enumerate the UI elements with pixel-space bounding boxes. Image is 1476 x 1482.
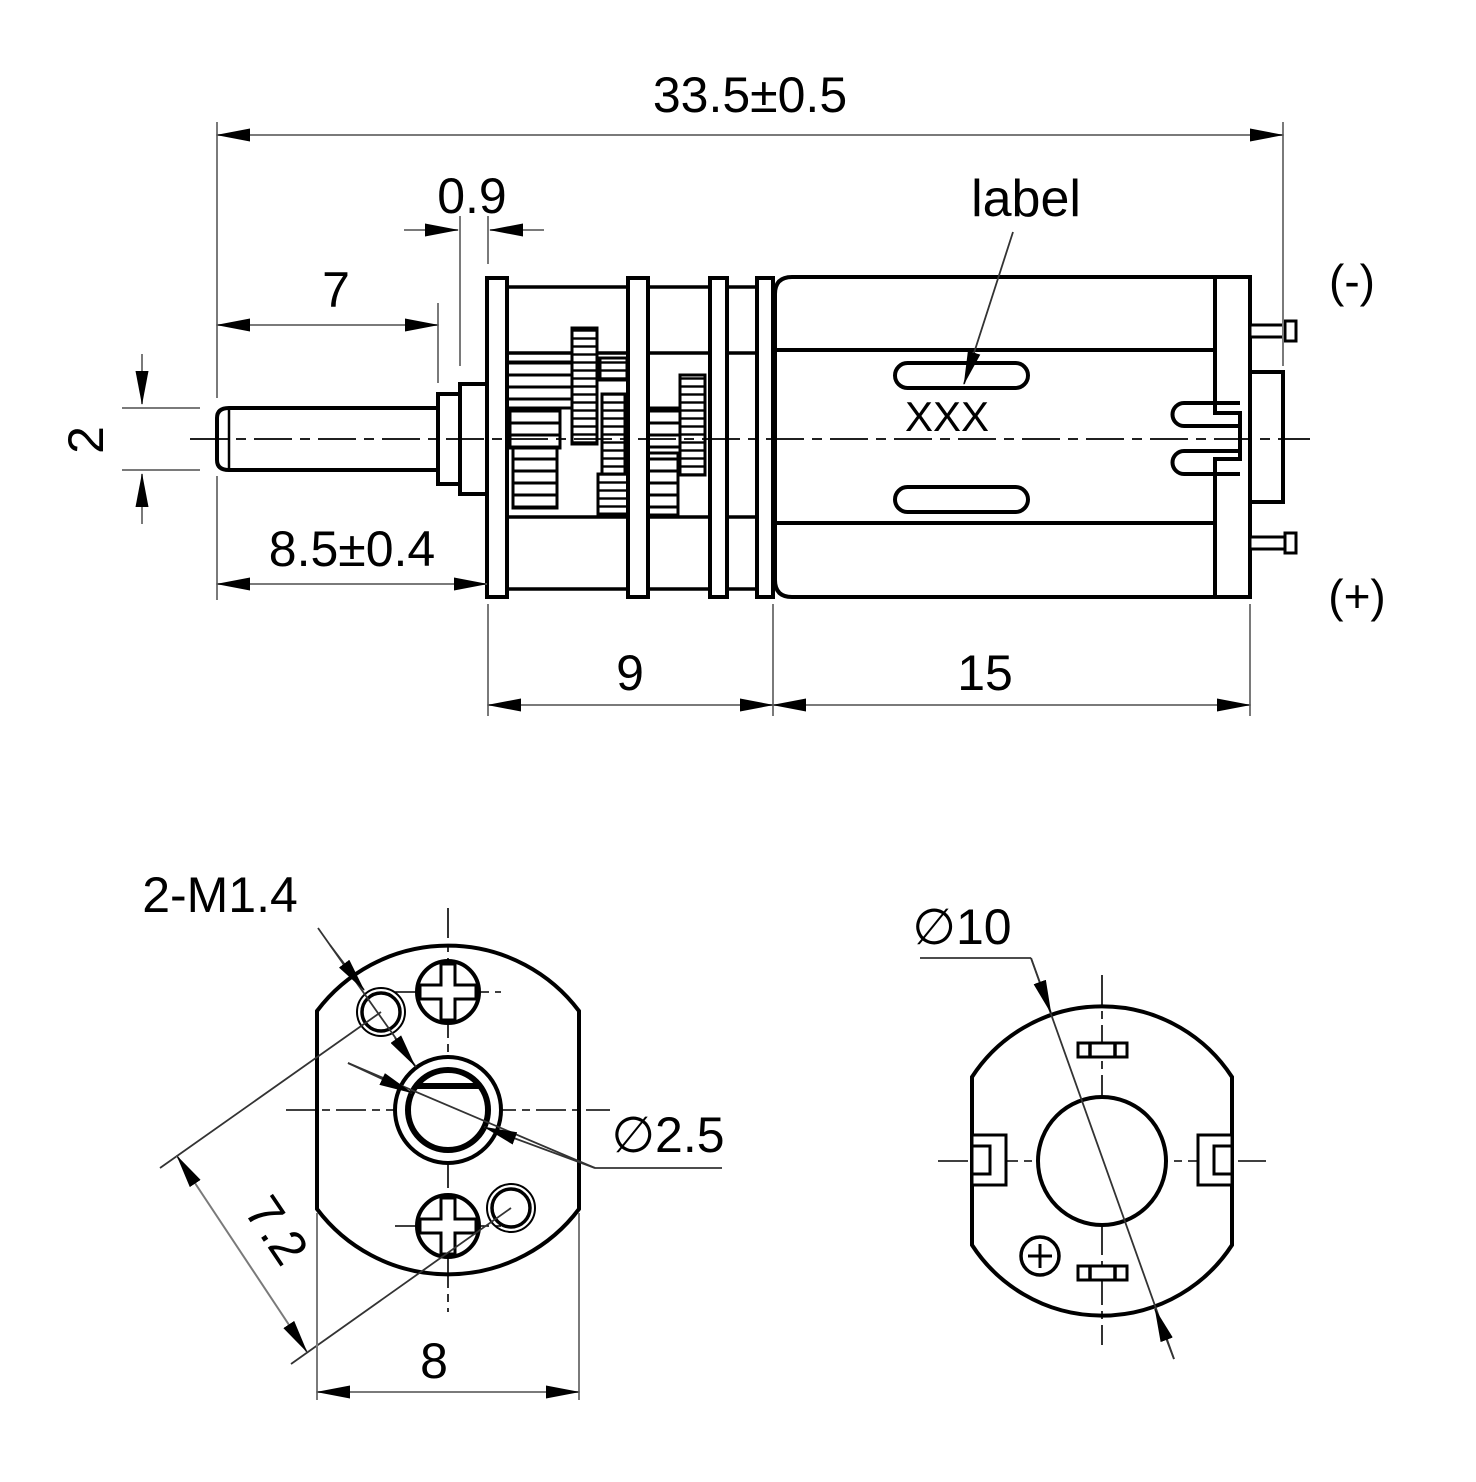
motor-slot-bottom	[893, 485, 1030, 514]
dim-body-diameter: ∅10	[912, 899, 1175, 1360]
gearbox-plates	[485, 276, 775, 599]
dim-mount-holes-text: 2-M1.4	[142, 867, 298, 923]
dim-face-width-text: 8	[420, 1333, 448, 1389]
screw-bottom	[415, 1193, 481, 1259]
dim-shaft-diameter: 2	[58, 354, 200, 524]
rear-positive-terminal-mark	[1019, 1235, 1061, 1277]
terminal-pin-bottom	[1248, 531, 1298, 555]
rear-view: ∅10	[912, 899, 1266, 1360]
dim-motor-length-text: 15	[957, 645, 1013, 701]
output-shaft-front	[393, 1055, 503, 1165]
rear-slot-top	[1076, 1041, 1129, 1059]
rear-bearing-hole	[1036, 1095, 1168, 1227]
dim-boss-offset: 0.9	[404, 168, 544, 366]
dim-shaft-diameter-text: 2	[58, 426, 114, 454]
side-view: 33.5±0.5 0.9 7 2 8.5±0.4	[58, 67, 1386, 716]
dim-gearbox-length: 9 15	[487, 604, 1251, 716]
dim-shaft-length: 8.5±0.4	[216, 476, 488, 600]
label-callout: label XXX	[905, 170, 1081, 440]
rear-tab-left	[970, 1133, 1008, 1187]
dim-face-width: 8	[316, 1213, 580, 1400]
dim-shaft-length-text: 8.5±0.4	[269, 521, 435, 577]
terminal-pin-top	[1248, 319, 1298, 343]
dim-total-length-text: 33.5±0.5	[653, 67, 847, 123]
brush-top	[1170, 401, 1240, 428]
brush-bottom	[1170, 449, 1240, 476]
motor-body	[773, 275, 1217, 599]
end-cap	[1170, 275, 1298, 599]
dim-boss-offset-text: 0.9	[437, 168, 507, 224]
rear-slot-bottom	[1076, 1264, 1129, 1282]
gearbox-rails	[507, 285, 757, 591]
dim-shaft-exposed: 7	[216, 262, 439, 383]
dim-total-length: 33.5±0.5	[216, 67, 1284, 398]
motor-slot-top	[893, 361, 1030, 390]
dim-shaft-exposed-text: 7	[322, 262, 350, 318]
label-placeholder-text: XXX	[905, 393, 989, 440]
dim-bearing-diameter: ∅2.5	[347, 1062, 725, 1169]
front-view: 2-M1.4 7.2 ∅2.5 8	[142, 867, 725, 1400]
gear-train	[503, 326, 707, 517]
screw-top	[415, 959, 481, 1025]
dim-bearing-diameter-text: ∅2.5	[611, 1107, 724, 1163]
rear-hub	[1248, 370, 1285, 504]
gearbox-housing	[485, 276, 775, 599]
negative-terminal-text: (-)	[1329, 255, 1375, 307]
dim-gearbox-length-text: 9	[616, 645, 644, 701]
callout-mount-holes: 2-M1.4	[142, 867, 417, 1068]
rear-tab-right	[1196, 1133, 1234, 1187]
dim-body-diameter-text: ∅10	[912, 899, 1011, 955]
positive-terminal-text: (+)	[1328, 570, 1386, 622]
label-callout-text: label	[971, 170, 1081, 228]
